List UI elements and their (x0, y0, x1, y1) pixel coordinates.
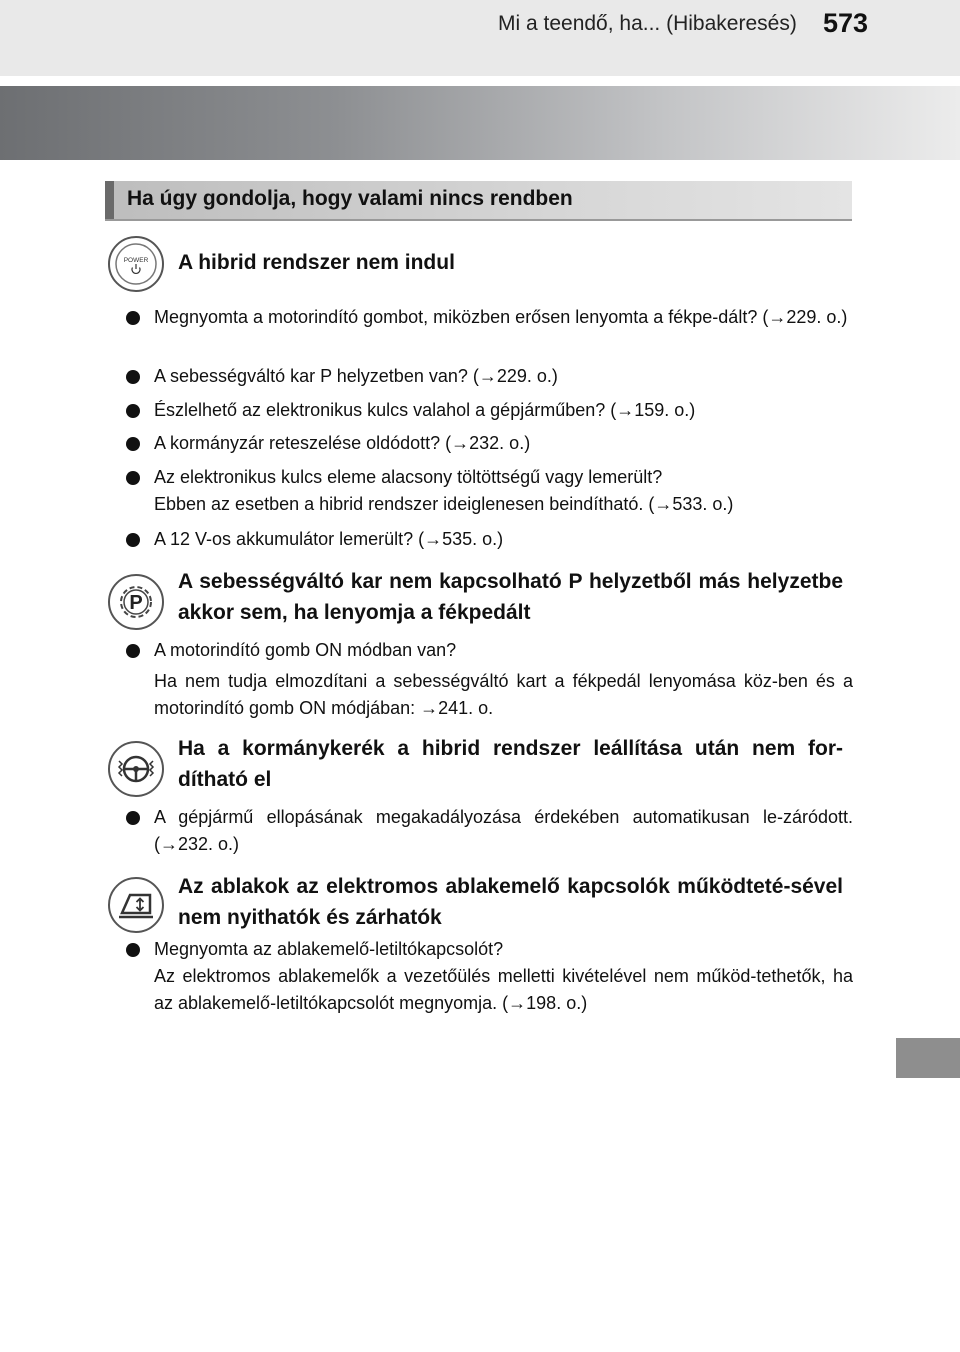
list-item: Észlelhető az elektronikus kulcs valahol… (126, 397, 853, 424)
bullet-icon (126, 471, 140, 485)
bullet-icon (126, 943, 140, 957)
item-text: Megnyomta a motorindító gombot, miközben… (154, 307, 848, 327)
window-lock-icon (108, 877, 164, 933)
park-gear-icon: P (108, 574, 164, 630)
item-text: A sebességváltó kar P helyzetben van? (→… (154, 366, 558, 386)
block-heading: A hibrid rendszer nem indul (178, 251, 455, 274)
list-item: A kormányzár reteszelése oldódott? (→232… (126, 430, 853, 457)
item-note: Ha nem tudja elmozdítani a sebességváltó… (154, 671, 853, 718)
item-text: Észlelhető az elektronikus kulcs valahol… (154, 400, 696, 420)
item-text: A motorindító gomb ON módban van? (154, 640, 457, 660)
page-number: 573 (823, 8, 869, 38)
list-item: A 12 V-os akkumulátor lemerült? (→535. o… (126, 526, 853, 553)
bullet-icon (126, 370, 140, 384)
item-text: A gépjármű ellopásának megakadályozása é… (154, 807, 853, 854)
running-title: Mi a teendő, ha... (Hibakeresés) (498, 12, 797, 35)
item-text: Az elektronikus kulcs eleme alacsony töl… (154, 467, 663, 487)
steering-lock-icon (108, 741, 164, 797)
section-bar: Ha úgy gondolja, hogy valami nincs rendb… (105, 181, 852, 221)
item-text: A kormányzár reteszelése oldódott? (→232… (154, 433, 531, 453)
page-header: Mi a teendő, ha... (Hibakeresés) 573 (0, 0, 960, 76)
item-note: Az elektromos ablakemelők a vezetőülés m… (154, 966, 853, 1013)
bullet-icon (126, 644, 140, 658)
chapter-tab (896, 1038, 960, 1078)
block-heading: Ha a kormánykerék a hibrid rendszer leál… (178, 737, 843, 791)
bullet-icon (126, 311, 140, 325)
list-item: Az elektronikus kulcs eleme alacsony töl… (126, 464, 853, 518)
block-heading: Az ablakok az elektromos ablakemelő kapc… (178, 875, 843, 929)
item-text: Megnyomta az ablakemelő-letiltókapcsolót… (154, 939, 504, 959)
list-item: A gépjármű ellopásának megakadályozása é… (126, 804, 853, 858)
item-text: A 12 V-os akkumulátor lemerült? (→535. o… (154, 529, 504, 549)
bullet-icon (126, 811, 140, 825)
list-item: A motorindító gomb ON módban van? Ha nem… (126, 637, 853, 722)
section-title: Ha úgy gondolja, hogy valami nincs rendb… (127, 187, 573, 210)
bullet-icon (126, 437, 140, 451)
item-note: Ebben az esetben a hibrid rendszer ideig… (154, 494, 734, 514)
svg-text:P: P (129, 592, 142, 614)
bullet-icon (126, 404, 140, 418)
power-button-icon: POWER (108, 236, 164, 292)
list-item: Megnyomta a motorindító gombot, miközben… (126, 304, 853, 331)
list-item: Megnyomta az ablakemelő-letiltókapcsolót… (126, 936, 853, 1017)
section-stripe (105, 181, 114, 219)
power-icon-label: POWER (124, 257, 149, 264)
header-banner (0, 86, 960, 160)
block-heading: A sebességváltó kar nem kapcsolható P he… (178, 570, 843, 624)
bullet-icon (126, 533, 140, 547)
list-item: A sebességváltó kar P helyzetben van? (→… (126, 363, 853, 390)
